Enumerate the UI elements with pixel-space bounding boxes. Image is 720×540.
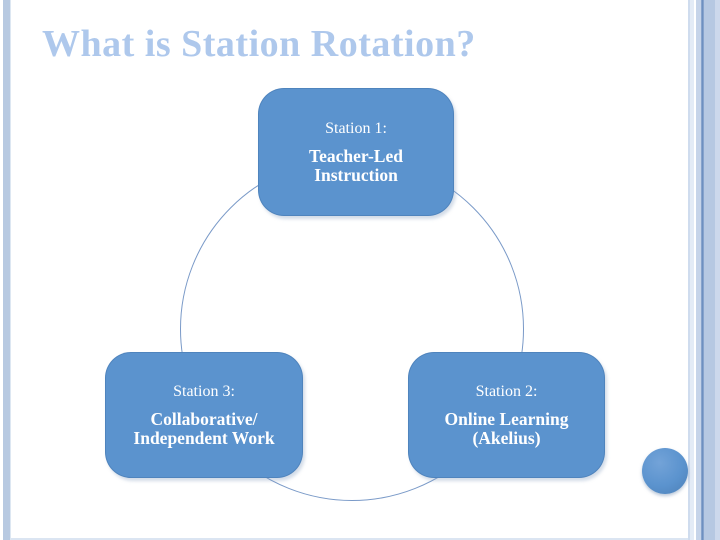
station-box-2: Station 2: Online Learning (Akelius) — [408, 352, 605, 478]
bottom-accent-line — [11, 538, 688, 540]
station-3-label: Station 3: — [173, 382, 235, 400]
station-1-label: Station 1: — [325, 119, 387, 137]
slide-title: What is Station Rotation? — [42, 23, 476, 65]
station-box-3: Station 3: Collaborative/ Independent Wo… — [105, 352, 303, 478]
station-2-label: Station 2: — [475, 382, 538, 400]
corner-decoration-circle — [642, 448, 688, 494]
station-box-1: Station 1: Teacher-Led Instruction — [258, 88, 454, 216]
right-accent-band — [688, 0, 720, 540]
station-3-title: Collaborative/ Independent Work — [133, 408, 275, 448]
station-1-title: Teacher-Led Instruction — [309, 145, 403, 185]
left-accent-bar — [3, 0, 11, 540]
station-2-title: Online Learning (Akelius) — [444, 408, 569, 448]
